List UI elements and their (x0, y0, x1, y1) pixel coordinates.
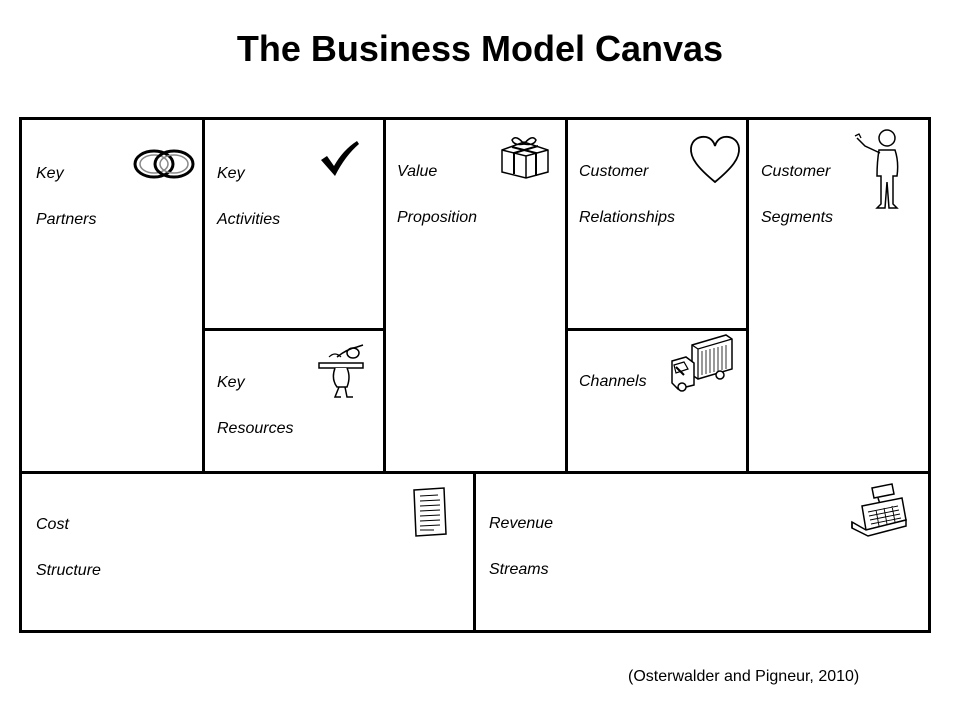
channels-block: Channels (568, 331, 746, 471)
cost-structure-label-line2: Structure (36, 562, 101, 579)
page-title: The Business Model Canvas (236, 28, 724, 69)
key-partners-label: Key Partners (36, 139, 96, 231)
revenue-streams-label: Revenue Streams (489, 489, 553, 581)
customer-segments-block: Customer Segments (749, 120, 928, 471)
business-model-canvas: Key Partners Key Activities Key Resource… (19, 117, 931, 633)
value-proposition-label: Value Proposition (397, 137, 477, 229)
divider-relationships-channels (565, 328, 749, 331)
divider-v1 (202, 117, 205, 474)
customer-segments-label: Customer Segments (761, 137, 833, 229)
value-proposition-label-line2: Proposition (397, 209, 478, 226)
key-resources-label: Key Resources (217, 348, 293, 440)
cost-structure-label-line1: Cost (36, 516, 69, 533)
customer-relationships-label-line1: Customer (579, 163, 649, 180)
customer-segments-label-line1: Customer (761, 163, 831, 180)
key-activities-label-line1: Key (217, 165, 245, 182)
canvas-border-right (928, 117, 931, 633)
channels-label: Channels (579, 347, 647, 393)
customer-relationships-label: Customer Relationships (579, 137, 675, 229)
key-partners-block: Key Partners (22, 120, 202, 471)
key-activities-block: Key Activities (205, 120, 383, 328)
truck-icon (671, 334, 733, 392)
channels-label-line1: Channels (579, 373, 647, 390)
customer-segments-label-line2: Segments (761, 209, 834, 226)
revenue-streams-label-line1: Revenue (489, 515, 554, 532)
divider-cost-revenue (473, 471, 476, 633)
value-proposition-label-line1: Value (397, 163, 438, 180)
customer-relationships-label-line2: Relationships (579, 209, 676, 226)
cost-structure-label: Cost Structure (36, 490, 101, 582)
heart-icon (690, 135, 740, 184)
checkmark-icon (321, 141, 359, 176)
divider-v2 (383, 117, 386, 474)
worker-icon (318, 344, 364, 398)
key-resources-label-line1: Key (217, 374, 245, 391)
key-activities-label: Key Activities (217, 139, 280, 231)
value-proposition-block: Value Proposition (386, 120, 565, 471)
key-activities-label-line2: Activities (217, 211, 281, 228)
divider-activities-resources (202, 328, 386, 331)
document-icon (413, 487, 447, 537)
cost-structure-block: Cost Structure (22, 474, 473, 630)
customer-relationships-block: Customer Relationships (568, 120, 746, 328)
gift-icon (501, 137, 549, 179)
key-resources-block: Key Resources (205, 331, 383, 471)
cash-register-icon (851, 483, 907, 537)
key-partners-label-line1: Key (36, 165, 64, 182)
divider-v3 (565, 117, 568, 474)
key-resources-label-line2: Resources (217, 420, 294, 437)
divider-v4 (746, 117, 749, 474)
canvas-border-left (19, 117, 22, 633)
canvas-border-top (19, 117, 931, 120)
rings-icon (133, 149, 195, 179)
citation: (Osterwalder and Pigneur, 2010) (628, 668, 860, 685)
revenue-streams-label-line2: Streams (489, 561, 549, 578)
person-icon (854, 129, 899, 209)
revenue-streams-block: Revenue Streams (476, 474, 928, 630)
key-partners-label-line2: Partners (36, 211, 97, 228)
